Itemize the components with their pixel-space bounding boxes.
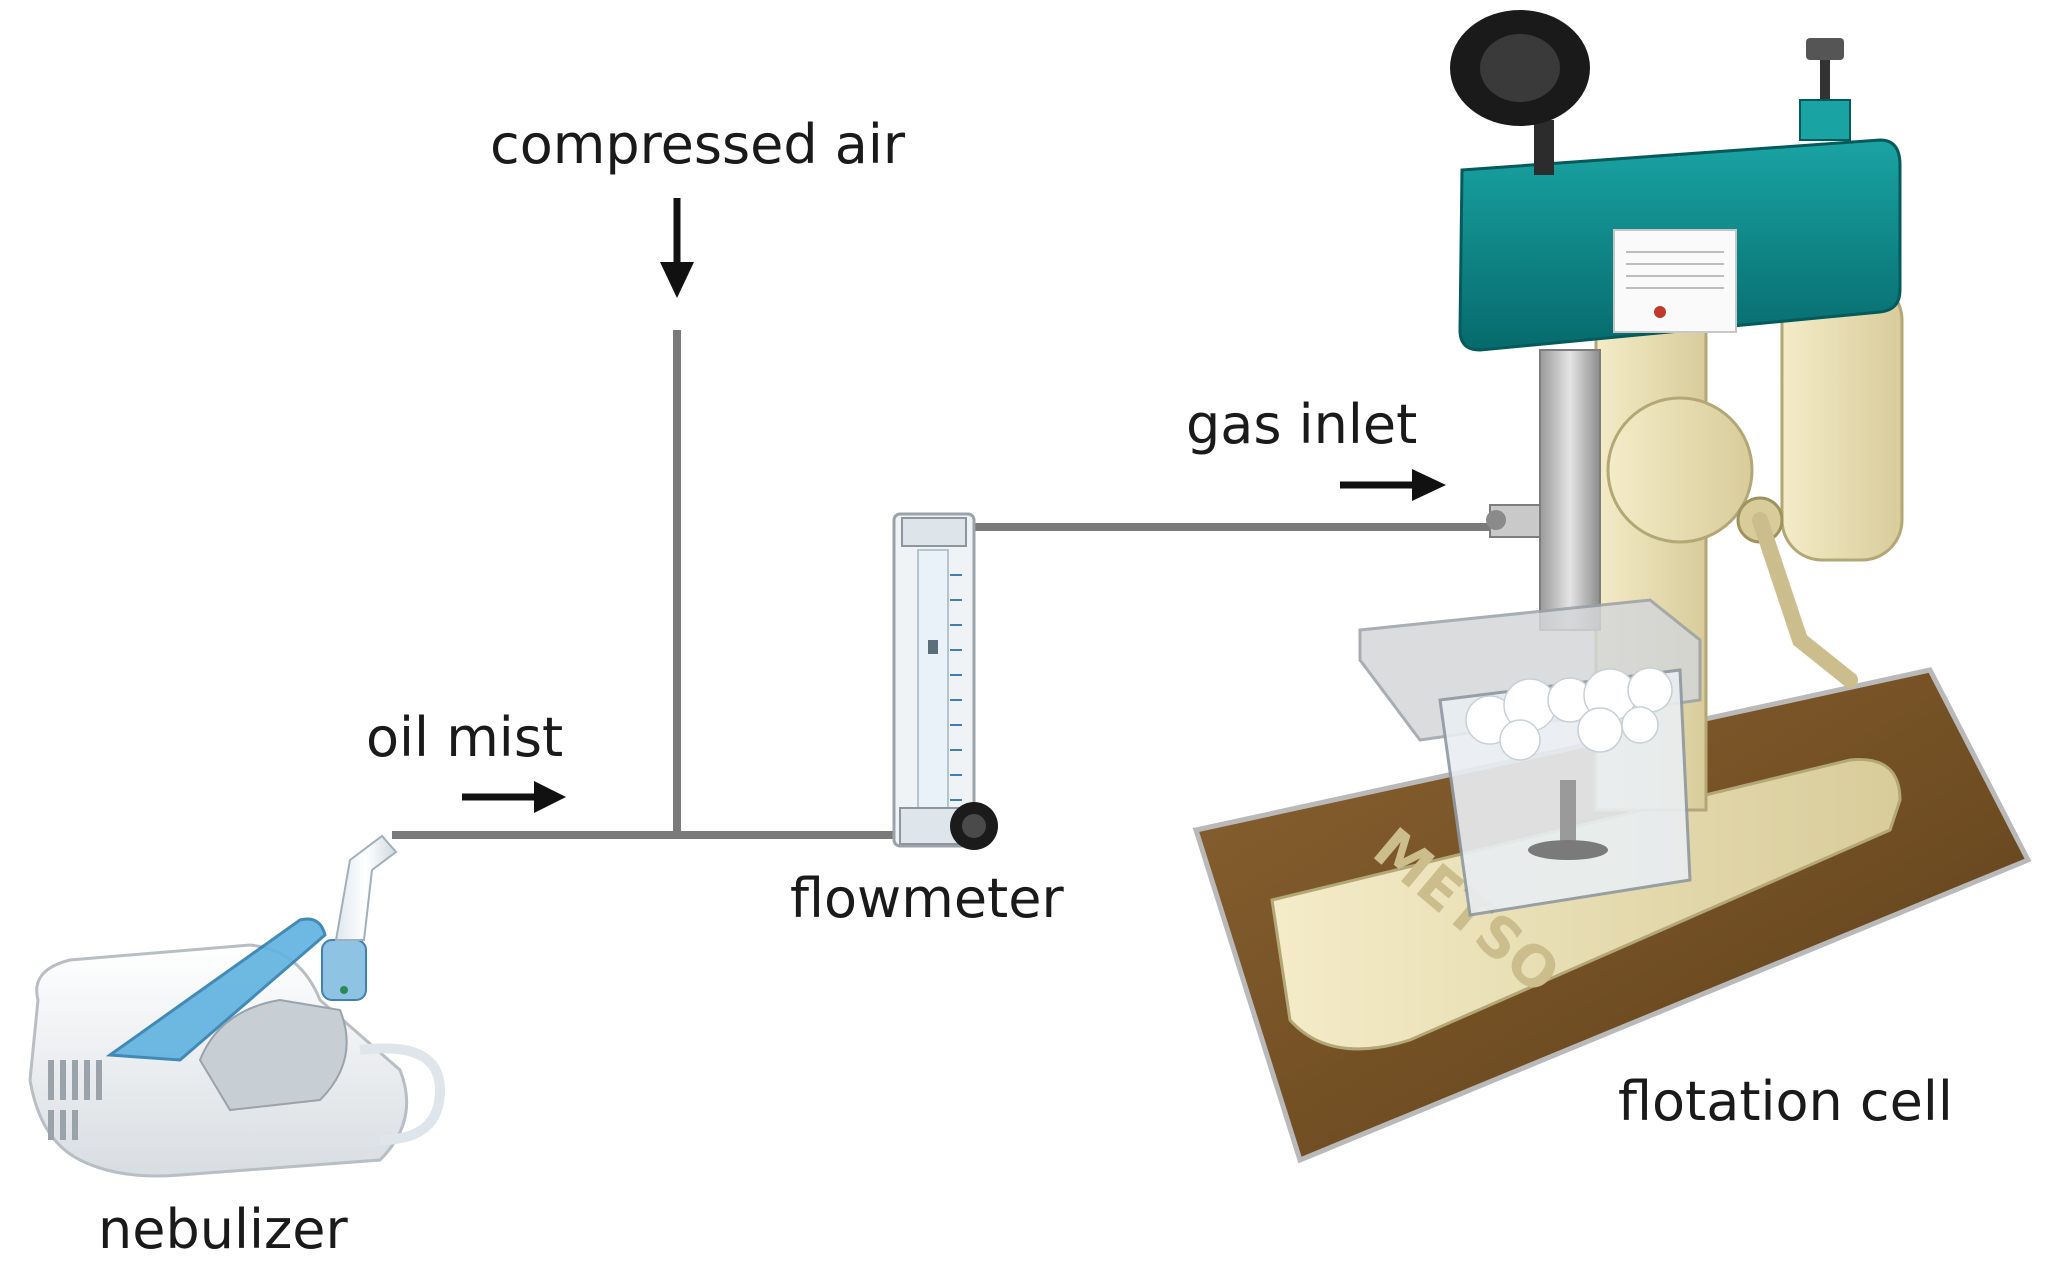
gas-inlet-arrow: [1340, 469, 1446, 501]
nebulizer-device: [28, 834, 446, 1178]
label-nebulizer: nebulizer: [98, 1198, 349, 1261]
label-compressed-air: compressed air: [490, 113, 906, 176]
pipe-network: [392, 330, 1500, 839]
gas-valve-icon: [1486, 510, 1506, 530]
label-gas-inlet: gas inlet: [1186, 393, 1417, 456]
label-flowmeter: flowmeter: [790, 867, 1064, 930]
compressed-air-arrow: [660, 198, 694, 298]
flowmeter-device: [892, 512, 998, 850]
label-oil-mist: oil mist: [366, 706, 563, 769]
label-flotation-cell: flotation cell: [1618, 1070, 1953, 1133]
flotation-cell-device: METSO: [1192, 10, 2032, 1164]
oil-mist-arrow: [462, 781, 566, 813]
